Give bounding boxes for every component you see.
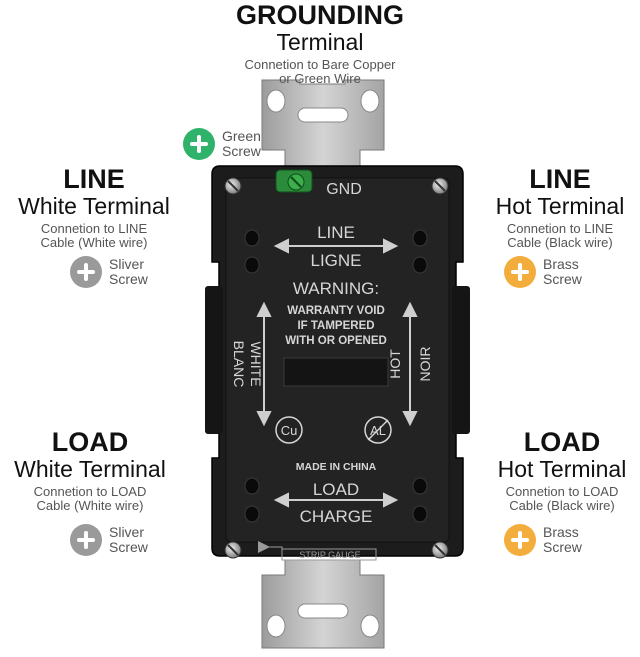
grounding-note-line-1: Connetion to Bare Copper bbox=[244, 57, 396, 72]
silver-screw-bottom-legend: Sliver Screw bbox=[70, 524, 148, 556]
line-hot-subtitle: Hot Terminal bbox=[495, 193, 625, 219]
al-text: AL bbox=[370, 423, 386, 438]
strip-gauge-text: STRIP GAUGE bbox=[299, 550, 360, 560]
cu-marker bbox=[275, 416, 303, 444]
grounding-note-line-2: or Green Wire bbox=[279, 71, 361, 87]
brass-plus-icon bbox=[504, 524, 536, 556]
silver-screw-top-line-2: Screw bbox=[109, 271, 148, 287]
blanc-text: BLANC bbox=[231, 341, 247, 388]
warning-text: WARNING: bbox=[293, 279, 379, 298]
green-screw-legend: Green Screw bbox=[183, 128, 261, 160]
brass-screw-top-line-1: Brass bbox=[543, 256, 579, 273]
corner-screws bbox=[224, 177, 449, 559]
ligne-text: LIGNE bbox=[310, 251, 361, 270]
line-hot-note-line-2: Cable (Black wire) bbox=[507, 235, 613, 251]
brass-screw-bottom-line-1: Brass bbox=[543, 524, 579, 541]
silver-plus-icon bbox=[70, 524, 102, 556]
grounding-title: GROUNDING bbox=[236, 0, 404, 30]
grounding-subtitle: Terminal bbox=[276, 29, 364, 55]
load-hot-note: Connetion to LOAD Cable (Black wire) bbox=[484, 484, 640, 514]
load-hot-note-line-1: Connetion to LOAD bbox=[505, 484, 619, 499]
mounting-strap bbox=[261, 79, 385, 649]
load-white-note-line-1: Connetion to LOAD bbox=[33, 484, 147, 499]
brass-screw-top-legend: Brass Screw bbox=[504, 256, 582, 288]
green-screw-line-1: Green bbox=[222, 128, 261, 145]
silver-screw-bottom-line-2: Screw bbox=[109, 539, 148, 555]
noir-text: NOIR bbox=[417, 347, 433, 382]
line-white-label: LINE White Terminal Connetion to LINE Ca… bbox=[0, 166, 188, 250]
line-hot-note-line-1: Connetion to LINE bbox=[506, 221, 614, 236]
white-text: WHITE bbox=[248, 341, 264, 386]
line-text: LINE bbox=[317, 223, 355, 242]
load-white-title: LOAD bbox=[51, 427, 129, 457]
load-white-subtitle: White Terminal bbox=[14, 456, 166, 482]
load-text: LOAD bbox=[313, 480, 359, 499]
grounding-label: GROUNDING Terminal Connetion to Bare Cop… bbox=[200, 2, 440, 86]
load-hot-title: LOAD bbox=[523, 427, 601, 457]
gnd-text: GND bbox=[326, 181, 362, 198]
silver-plus-icon bbox=[70, 256, 102, 288]
line-white-note-line-1: Connetion to LINE bbox=[40, 221, 148, 236]
line-hot-title: LINE bbox=[529, 164, 591, 194]
load-hot-note-line-2: Cable (Black wire) bbox=[509, 498, 615, 514]
load-hot-label: LOAD Hot Terminal Connetion to LOAD Cabl… bbox=[484, 429, 640, 513]
brass-screw-top-line-2: Screw bbox=[543, 271, 582, 287]
line-white-note: Connetion to LINE Cable (White wire) bbox=[0, 221, 188, 251]
strip-gauge bbox=[258, 541, 377, 561]
wire-holes bbox=[244, 229, 428, 523]
line-white-title: LINE bbox=[63, 164, 125, 194]
green-ground-screw bbox=[275, 169, 313, 193]
brass-screw-bottom-legend: Brass Screw bbox=[504, 524, 582, 556]
made-in-text: MADE IN CHINA bbox=[296, 461, 377, 473]
warranty-line-3: WITH OR OPENED bbox=[285, 335, 387, 347]
grounding-note: Connetion to Bare Copper or Green Wire bbox=[200, 57, 440, 87]
load-white-note-line-2: Cable (White wire) bbox=[36, 498, 144, 514]
warranty-line-2: IF TAMPERED bbox=[297, 320, 374, 332]
test-window bbox=[283, 357, 389, 387]
charge-text: CHARGE bbox=[300, 507, 373, 526]
warranty-line-1: WARRANTY VOID bbox=[287, 305, 385, 317]
load-white-note: Connetion to LOAD Cable (White wire) bbox=[0, 484, 180, 514]
load-hot-subtitle: Hot Terminal bbox=[497, 456, 627, 482]
line-hot-label: LINE Hot Terminal Connetion to LINE Cabl… bbox=[480, 166, 640, 250]
line-white-subtitle: White Terminal bbox=[18, 193, 170, 219]
direction-arrows bbox=[256, 238, 418, 508]
green-plus-icon bbox=[183, 128, 215, 160]
silver-screw-top-line-1: Sliver bbox=[109, 256, 145, 273]
line-white-note-line-2: Cable (White wire) bbox=[40, 235, 148, 251]
silver-screw-top-legend: Sliver Screw bbox=[70, 256, 148, 288]
cu-text: Cu bbox=[281, 423, 298, 438]
hot-text: HOT bbox=[387, 349, 403, 379]
green-screw-line-2: Screw bbox=[222, 143, 261, 159]
line-hot-note: Connetion to LINE Cable (Black wire) bbox=[480, 221, 640, 251]
al-marker bbox=[364, 416, 392, 444]
brass-screw-bottom-line-2: Screw bbox=[543, 539, 582, 555]
brass-plus-icon bbox=[504, 256, 536, 288]
silver-screw-bottom-line-1: Sliver bbox=[109, 524, 145, 541]
load-white-label: LOAD White Terminal Connetion to LOAD Ca… bbox=[0, 429, 180, 513]
